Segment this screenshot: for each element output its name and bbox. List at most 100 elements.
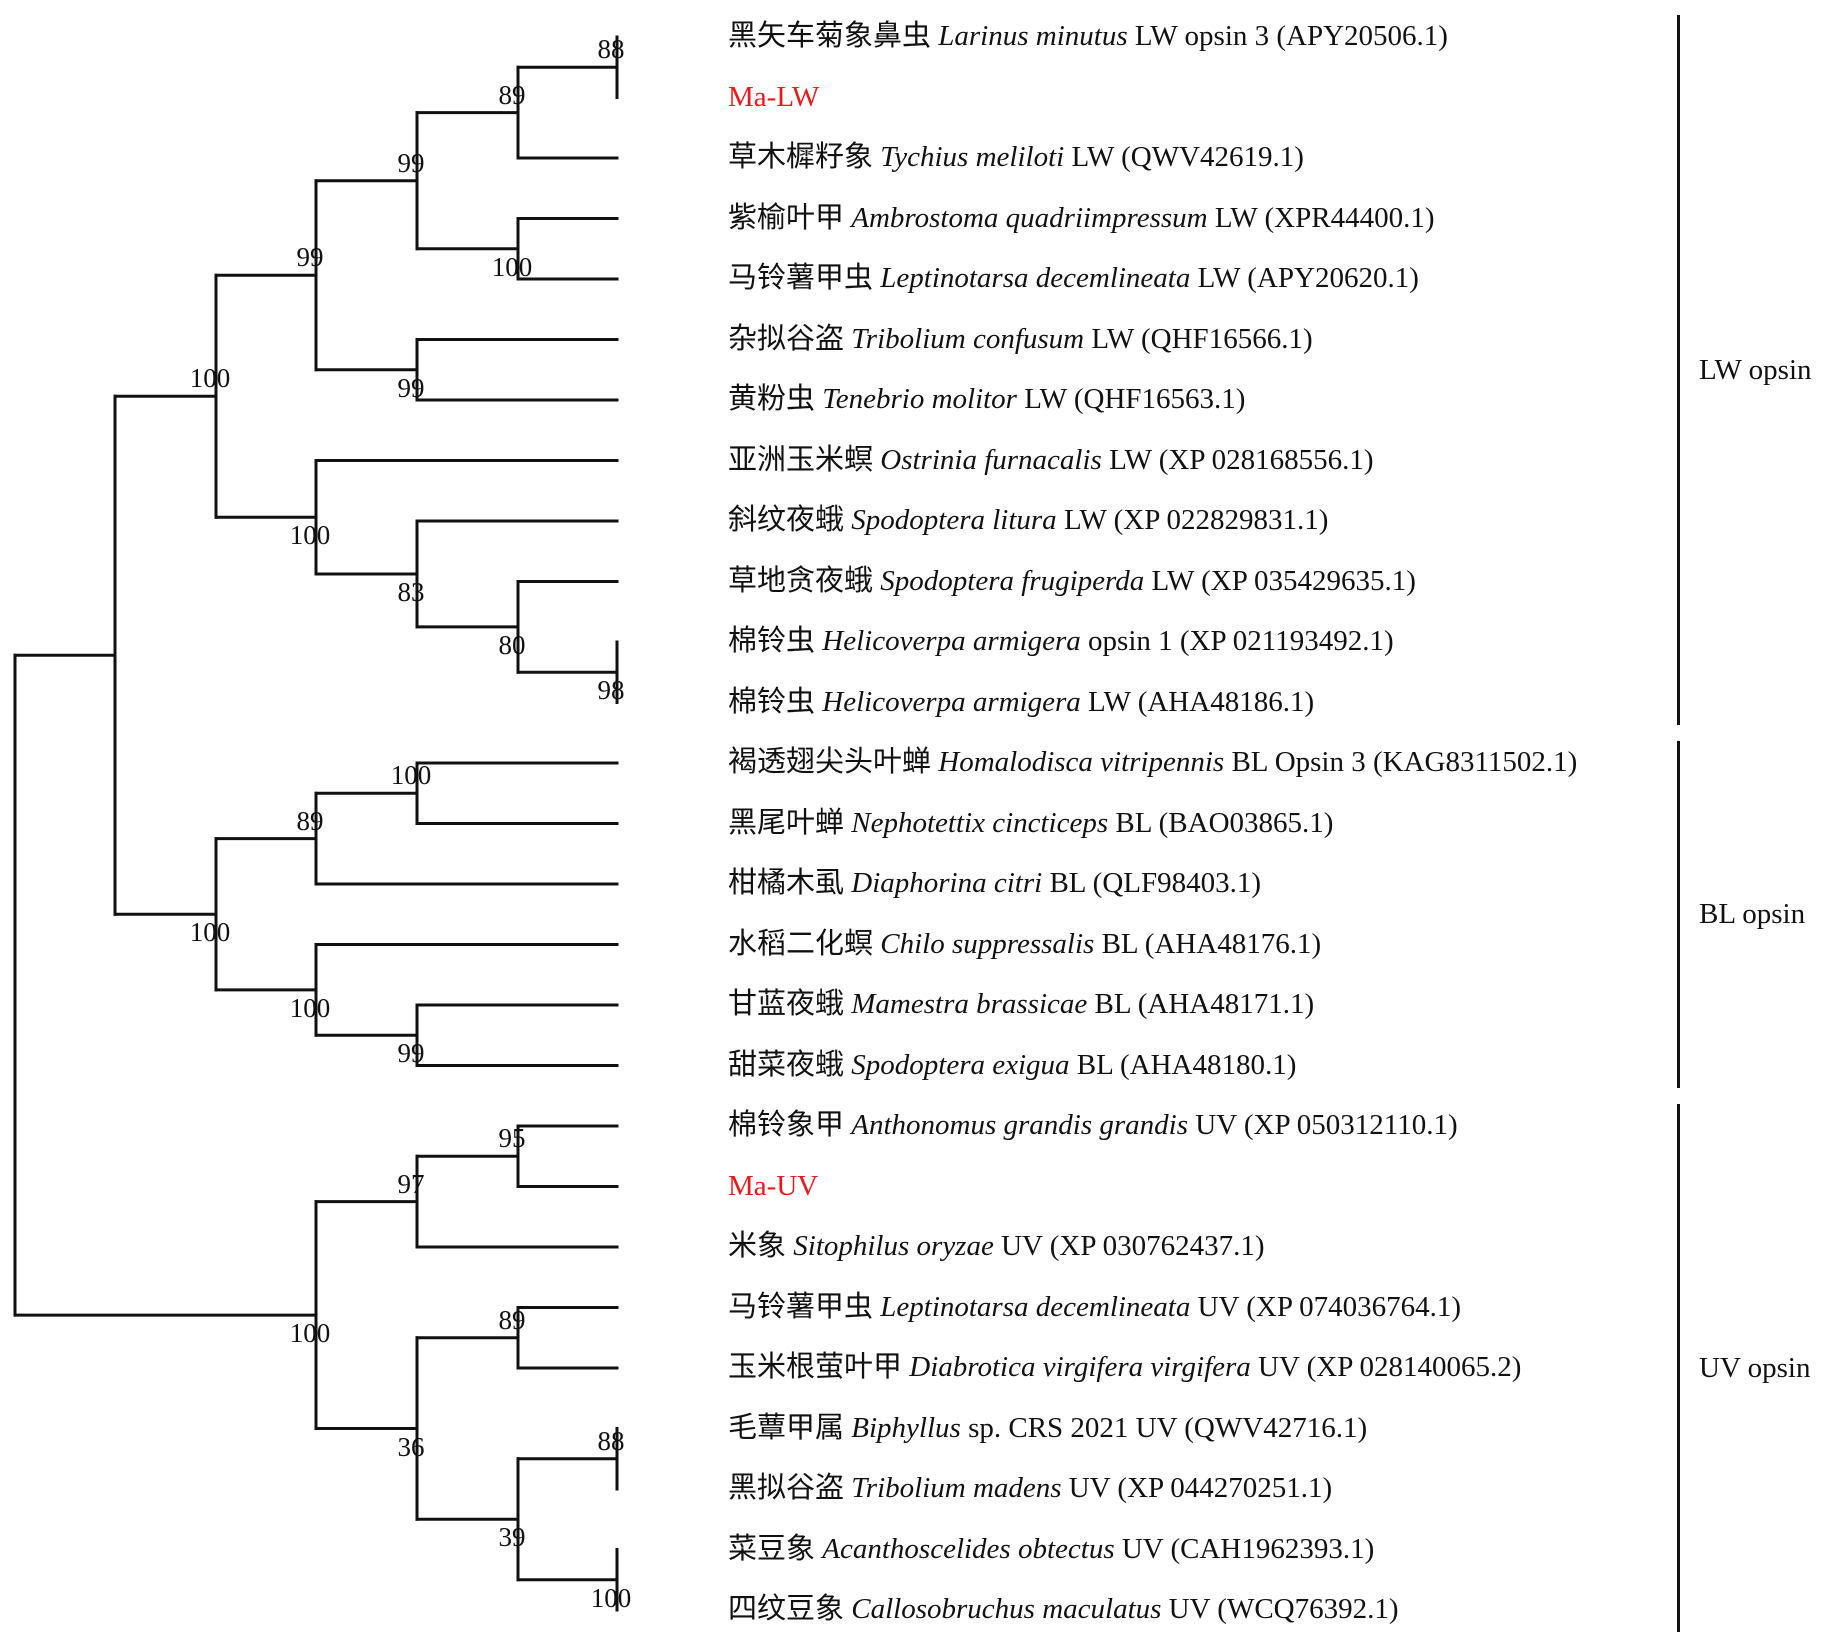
leaf-species-name: Anthonomus grandis grandis (851, 1109, 1189, 1141)
leaf-species-name: Ambrostoma quadriimpressum (851, 201, 1208, 234)
leaf-chinese-name: 水稻二化螟 (728, 927, 874, 960)
leaf-label: 棉铃虫 Helicoverpa armigera opsin 1 (XP 021… (728, 624, 1394, 658)
leaf-label: 水稻二化螟 Chilo suppressalis BL (AHA48176.1) (728, 927, 1321, 961)
leaf-accession: sp. CRS 2021 UV (QWV42716.1) (968, 1411, 1368, 1444)
leaf-label: 玉米根萤叶甲 Diabrotica virgifera virgifera UV… (728, 1350, 1521, 1384)
support-value-n98: 98 (597, 675, 625, 706)
leaf-accession: UV (XP 028140065.2) (1258, 1351, 1522, 1383)
support-value-n100c: 100 (289, 520, 331, 551)
leaf-accession: UV (XP 030762437.1) (1001, 1230, 1265, 1262)
leaf-chinese-name: 毛蕈甲属 (728, 1411, 845, 1444)
leaf-label: 草地贪夜蛾 Spodoptera frugiperda LW (XP 03542… (728, 564, 1416, 598)
leaf-species-name: Biphyllus (851, 1411, 961, 1444)
leaf-label: 棉铃虫 Helicoverpa armigera LW (AHA48186.1) (728, 685, 1314, 719)
leaf-label: 棉铃象甲 Anthonomus grandis grandis UV (XP 0… (728, 1108, 1458, 1142)
leaf-chinese-name: 甜菜夜蛾 (728, 1048, 845, 1081)
support-value-n100a: 100 (189, 363, 231, 394)
leaf-accession: UV (XP 074036764.1) (1197, 1290, 1462, 1323)
leaf-species-name: Spodoptera exigua (851, 1048, 1070, 1081)
leaf-accession: BL (AHA48171.1) (1094, 988, 1315, 1020)
leaf-chinese-name: 棉铃虫 (728, 685, 816, 718)
leaf-accession: LW (XP 035429635.1) (1151, 564, 1416, 597)
leaf-label: 毛蕈甲属 Biphyllus sp. CRS 2021 UV (QWV42716… (728, 1411, 1367, 1445)
support-value-n100g: 100 (289, 1318, 331, 1349)
leaf-chinese-name: 玉米根萤叶甲 (728, 1351, 903, 1383)
group-bracket (1677, 741, 1680, 1088)
leaf-chinese-name: 紫榆叶甲 (728, 201, 845, 234)
leaf-species-name: Ostrinia furnacalis (880, 443, 1102, 476)
leaf-species-name: Tenebrio molitor (822, 383, 1017, 415)
group-label: BL opsin (1699, 898, 1806, 931)
leaf-label: 菜豆象 Acanthoscelides obtectus UV (CAH1962… (728, 1532, 1374, 1566)
leaf-chinese-name: 柑橘木虱 (728, 867, 845, 899)
leaf-label: 草木樨籽象 Tychius meliloti LW (QWV42619.1) (728, 140, 1304, 174)
leaf-chinese-name: 草木樨籽象 (728, 141, 874, 173)
leaf-accession: UV (XP 044270251.1) (1068, 1472, 1333, 1504)
group-bracket (1677, 1104, 1680, 1632)
leaf-chinese-name: 棉铃虫 (728, 625, 816, 657)
support-value-n100b: 100 (491, 251, 533, 282)
leaf-species-name: Mamestra brassicae (851, 988, 1088, 1020)
leaf-label: Ma-UV (728, 1169, 818, 1203)
leaf-label: 马铃薯甲虫 Leptinotarsa decemlineata LW (APY2… (728, 261, 1419, 295)
support-value-n99b: 99 (397, 147, 425, 178)
leaf-label: 柑橘木虱 Diaphorina citri BL (QLF98403.1) (728, 866, 1261, 900)
leaf-label: 米象 Sitophilus oryzae UV (XP 030762437.1) (728, 1229, 1265, 1263)
leaf-chinese-name: 黑拟谷盗 (728, 1472, 845, 1504)
leaf-species-name: Helicoverpa armigera (822, 685, 1081, 718)
support-value-n89c: 89 (498, 1304, 526, 1335)
leaf-species-name: Acanthoscelides obtectus (822, 1532, 1115, 1565)
leaf-species-name: Diaphorina citri (851, 867, 1043, 899)
leaf-accession: UV (CAH1962393.1) (1121, 1532, 1375, 1565)
leaf-accession: Ma-UV (728, 1169, 819, 1202)
leaf-label: 杂拟谷盗 Tribolium confusum LW (QHF16566.1) (728, 322, 1313, 356)
support-value-n99d: 99 (397, 1038, 425, 1069)
support-value-n100f: 100 (289, 992, 331, 1023)
group-label: UV opsin (1699, 1352, 1811, 1384)
support-value-n88b: 88 (597, 1425, 625, 1456)
leaf-accession: BL Opsin 3 (KAG8311502.1) (1231, 746, 1578, 778)
leaf-species-name: Nephotettix cincticeps (851, 806, 1109, 839)
leaf-chinese-name: 菜豆象 (728, 1532, 816, 1565)
leaf-accession: Ma-LW (728, 80, 820, 113)
leaf-label: 褐透翅尖头叶蝉 Homalodisca vitripennis BL Opsin… (728, 745, 1577, 779)
support-value-n83: 83 (397, 576, 425, 607)
leaf-accession: opsin 1 (XP 021193492.1) (1088, 625, 1394, 657)
leaf-species-name: Larinus minutus (938, 20, 1128, 52)
leaf-chinese-name: 黑尾叶蝉 (728, 806, 845, 839)
leaf-species-name: Leptinotarsa decemlineata (880, 262, 1191, 294)
leaf-label: 黑尾叶蝉 Nephotettix cincticeps BL (BAO03865… (728, 806, 1333, 840)
leaf-chinese-name: 四纹豆象 (728, 1593, 845, 1625)
leaf-accession: UV (XP 050312110.1) (1195, 1109, 1458, 1141)
leaf-accession: LW opsin 3 (APY20506.1) (1134, 20, 1448, 52)
leaf-label: 马铃薯甲虫 Leptinotarsa decemlineata UV (XP 0… (728, 1290, 1461, 1324)
leaf-chinese-name: 褐透翅尖头叶蝉 (728, 746, 932, 778)
leaf-species-name: Tribolium madens (851, 1472, 1062, 1504)
leaf-chinese-name: 黄粉虫 (728, 383, 816, 415)
leaf-accession: LW (QHF16563.1) (1024, 383, 1246, 415)
leaf-accession: BL (BAO03865.1) (1115, 806, 1334, 839)
leaf-accession: BL (QLF98403.1) (1049, 867, 1262, 899)
support-value-n95: 95 (498, 1123, 526, 1154)
leaf-species-name: Homalodisca vitripennis (938, 746, 1225, 778)
support-value-n100d: 100 (189, 917, 231, 948)
leaf-chinese-name: 米象 (728, 1230, 787, 1262)
leaf-accession: LW (AHA48186.1) (1088, 685, 1315, 718)
leaf-chinese-name: 黑矢车菊象鼻虫 (728, 20, 932, 52)
leaf-accession: LW (QHF16566.1) (1091, 322, 1313, 355)
leaf-species-name: Spodoptera litura (851, 504, 1057, 536)
leaf-species-name: Leptinotarsa decemlineata (880, 1290, 1191, 1323)
leaf-label: 亚洲玉米螟 Ostrinia furnacalis LW (XP 0281685… (728, 443, 1374, 477)
leaf-chinese-name: 亚洲玉米螟 (728, 443, 874, 476)
leaf-label: 紫榆叶甲 Ambrostoma quadriimpressum LW (XPR4… (728, 201, 1435, 235)
group-label: LW opsin (1699, 353, 1812, 386)
leaf-label: 斜纹夜蛾 Spodoptera litura LW (XP 022829831.… (728, 503, 1328, 537)
support-value-n100h: 100 (590, 1582, 632, 1613)
leaf-species-name: Tribolium confusum (851, 322, 1085, 355)
leaf-chinese-name: 草地贪夜蛾 (728, 564, 874, 597)
leaf-chinese-name: 马铃薯甲虫 (728, 1290, 874, 1323)
leaf-label: 黑矢车菊象鼻虫 Larinus minutus LW opsin 3 (APY2… (728, 19, 1448, 53)
leaf-chinese-name: 杂拟谷盗 (728, 322, 845, 355)
